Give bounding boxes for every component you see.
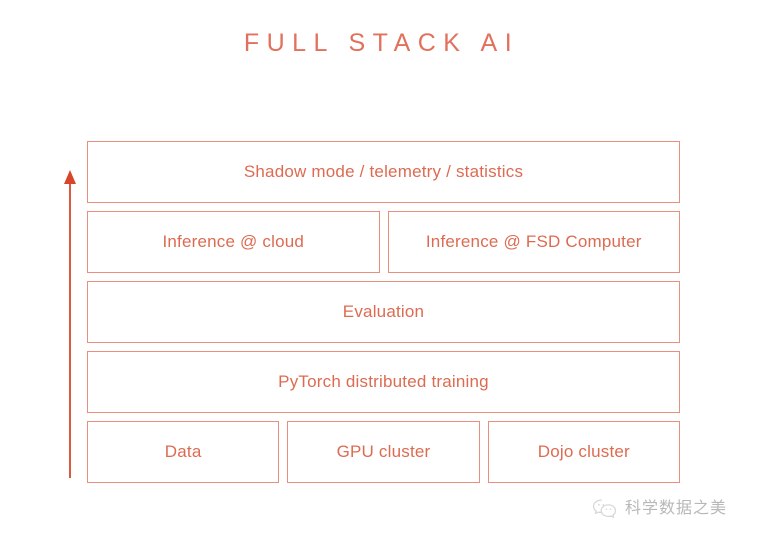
- upward-progress-arrow: [61, 170, 79, 478]
- stack-box-label: Dojo cluster: [537, 442, 630, 461]
- watermark-label: 科学数据之美: [625, 500, 728, 517]
- full-stack-diagram: Shadow mode / telemetry / statistics Inf…: [87, 141, 680, 483]
- stack-box-pytorch-distributed-training[interactable]: PyTorch distributed training: [87, 351, 680, 413]
- stack-row-inference: Inference @ cloud Inference @ FSD Comput…: [87, 211, 680, 273]
- stack-box-gpu-cluster[interactable]: GPU cluster: [287, 421, 480, 483]
- stack-box-evaluation[interactable]: Evaluation: [87, 281, 680, 343]
- stack-box-label: Inference @ cloud: [162, 232, 305, 251]
- stack-box-shadow-mode[interactable]: Shadow mode / telemetry / statistics: [87, 141, 680, 203]
- stack-box-inference-fsd-computer[interactable]: Inference @ FSD Computer: [387, 211, 680, 273]
- stack-box-label: Shadow mode / telemetry / statistics: [243, 162, 524, 181]
- stack-box-label: Data: [164, 442, 202, 461]
- wechat-icon: [592, 498, 618, 520]
- arrow-icon: [64, 170, 76, 478]
- stack-box-label: PyTorch distributed training: [278, 372, 489, 391]
- stack-box-dojo-cluster[interactable]: Dojo cluster: [487, 421, 680, 483]
- stack-row-evaluation: Evaluation: [87, 281, 680, 343]
- stack-row-infrastructure: Data GPU cluster Dojo cluster: [87, 421, 680, 483]
- watermark: 科学数据之美: [592, 498, 727, 520]
- stack-row-training: PyTorch distributed training: [87, 351, 680, 413]
- stack-box-label: Evaluation: [342, 302, 425, 321]
- page-title: FULL STACK AI: [243, 29, 520, 57]
- stack-box-label: Inference @ FSD Computer: [425, 232, 642, 251]
- stack-box-label: GPU cluster: [336, 442, 431, 461]
- stack-box-data[interactable]: Data: [87, 421, 280, 483]
- stack-row-shadow-mode: Shadow mode / telemetry / statistics: [87, 141, 680, 203]
- stack-box-inference-cloud[interactable]: Inference @ cloud: [87, 211, 380, 273]
